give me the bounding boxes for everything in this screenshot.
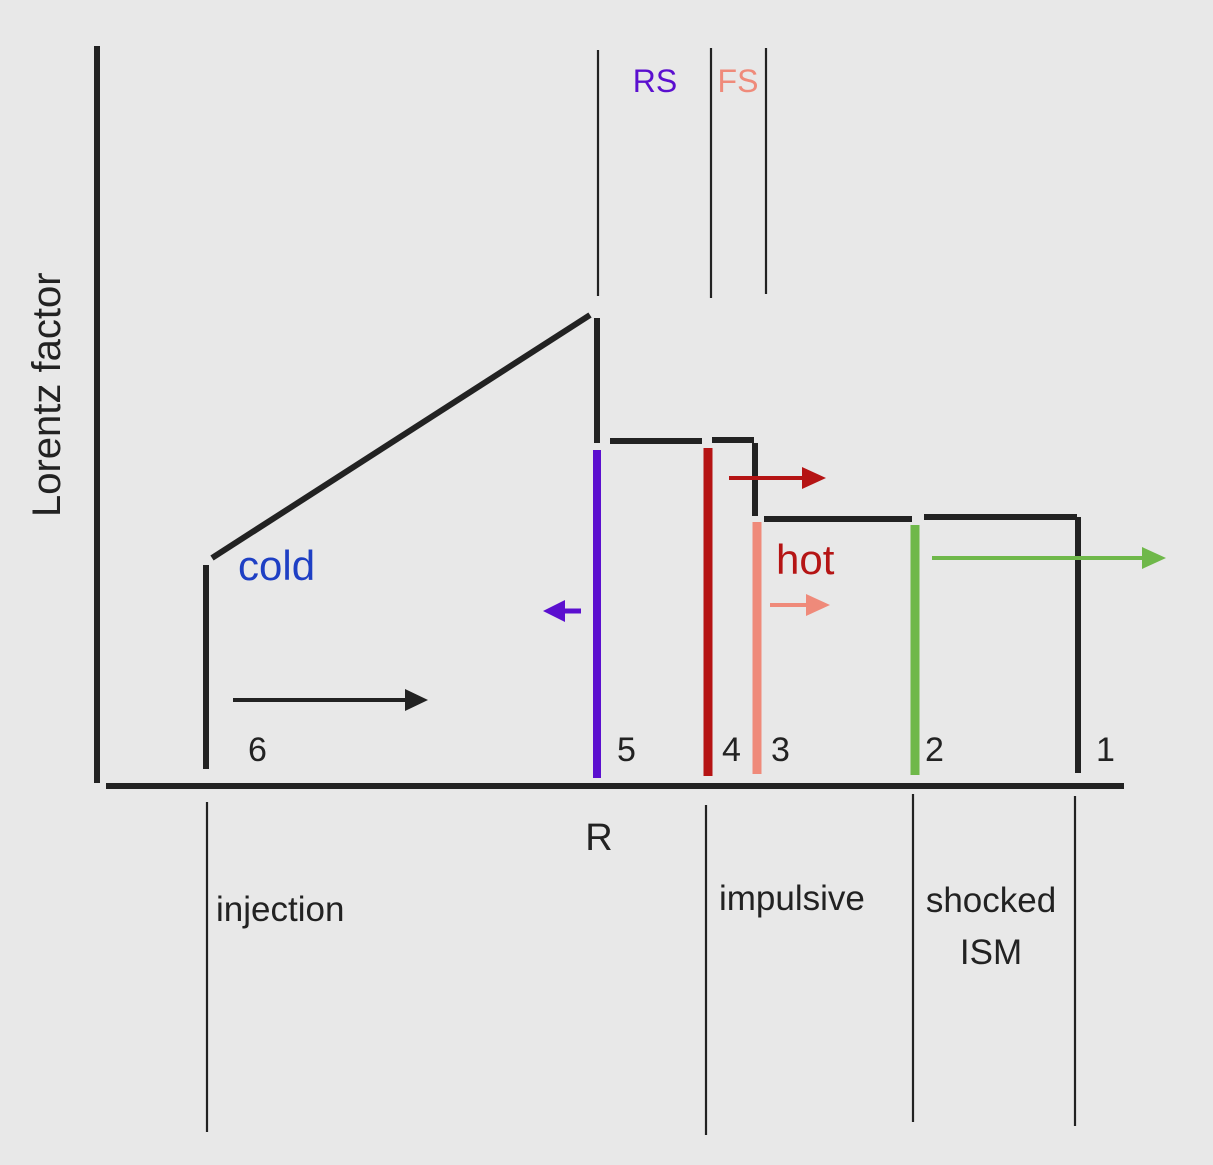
lorentz-profile [203,312,1081,773]
region-4-label: 4 [722,731,741,769]
fs-label: FS [718,63,759,99]
ism-arrow-icon [932,547,1166,569]
rs-label: RS [633,63,677,99]
shock-guides [596,48,768,298]
phase-labels: injection impulsive shocked ISM [216,879,1056,972]
impulsive-label: impulsive [719,879,865,918]
cold-label: cold [238,542,315,589]
region-3-label: 3 [771,731,790,769]
ism-label: ISM [960,933,1022,972]
region-6-label: 6 [248,731,267,769]
region-1-label: 1 [1096,731,1115,769]
reverse-shock-arrow-icon [543,600,581,622]
injection-arrow-icon [233,689,428,711]
hot-label: hot [776,536,835,583]
profile-ramp [210,312,592,561]
region-5-label: 5 [617,731,636,769]
region-numbers: 6 5 4 3 2 1 [248,731,1115,769]
contact-arrow-icon [729,467,826,489]
region-2-label: 2 [925,731,944,769]
forward-shock-arrow-icon [770,594,830,616]
phase-separators [205,794,1077,1135]
injection-label: injection [216,890,344,929]
shocked-label: shocked [926,881,1056,920]
x-axis-label: R [585,817,612,859]
arrows [233,467,1166,711]
y-axis-label: Lorentz factor [25,272,69,517]
